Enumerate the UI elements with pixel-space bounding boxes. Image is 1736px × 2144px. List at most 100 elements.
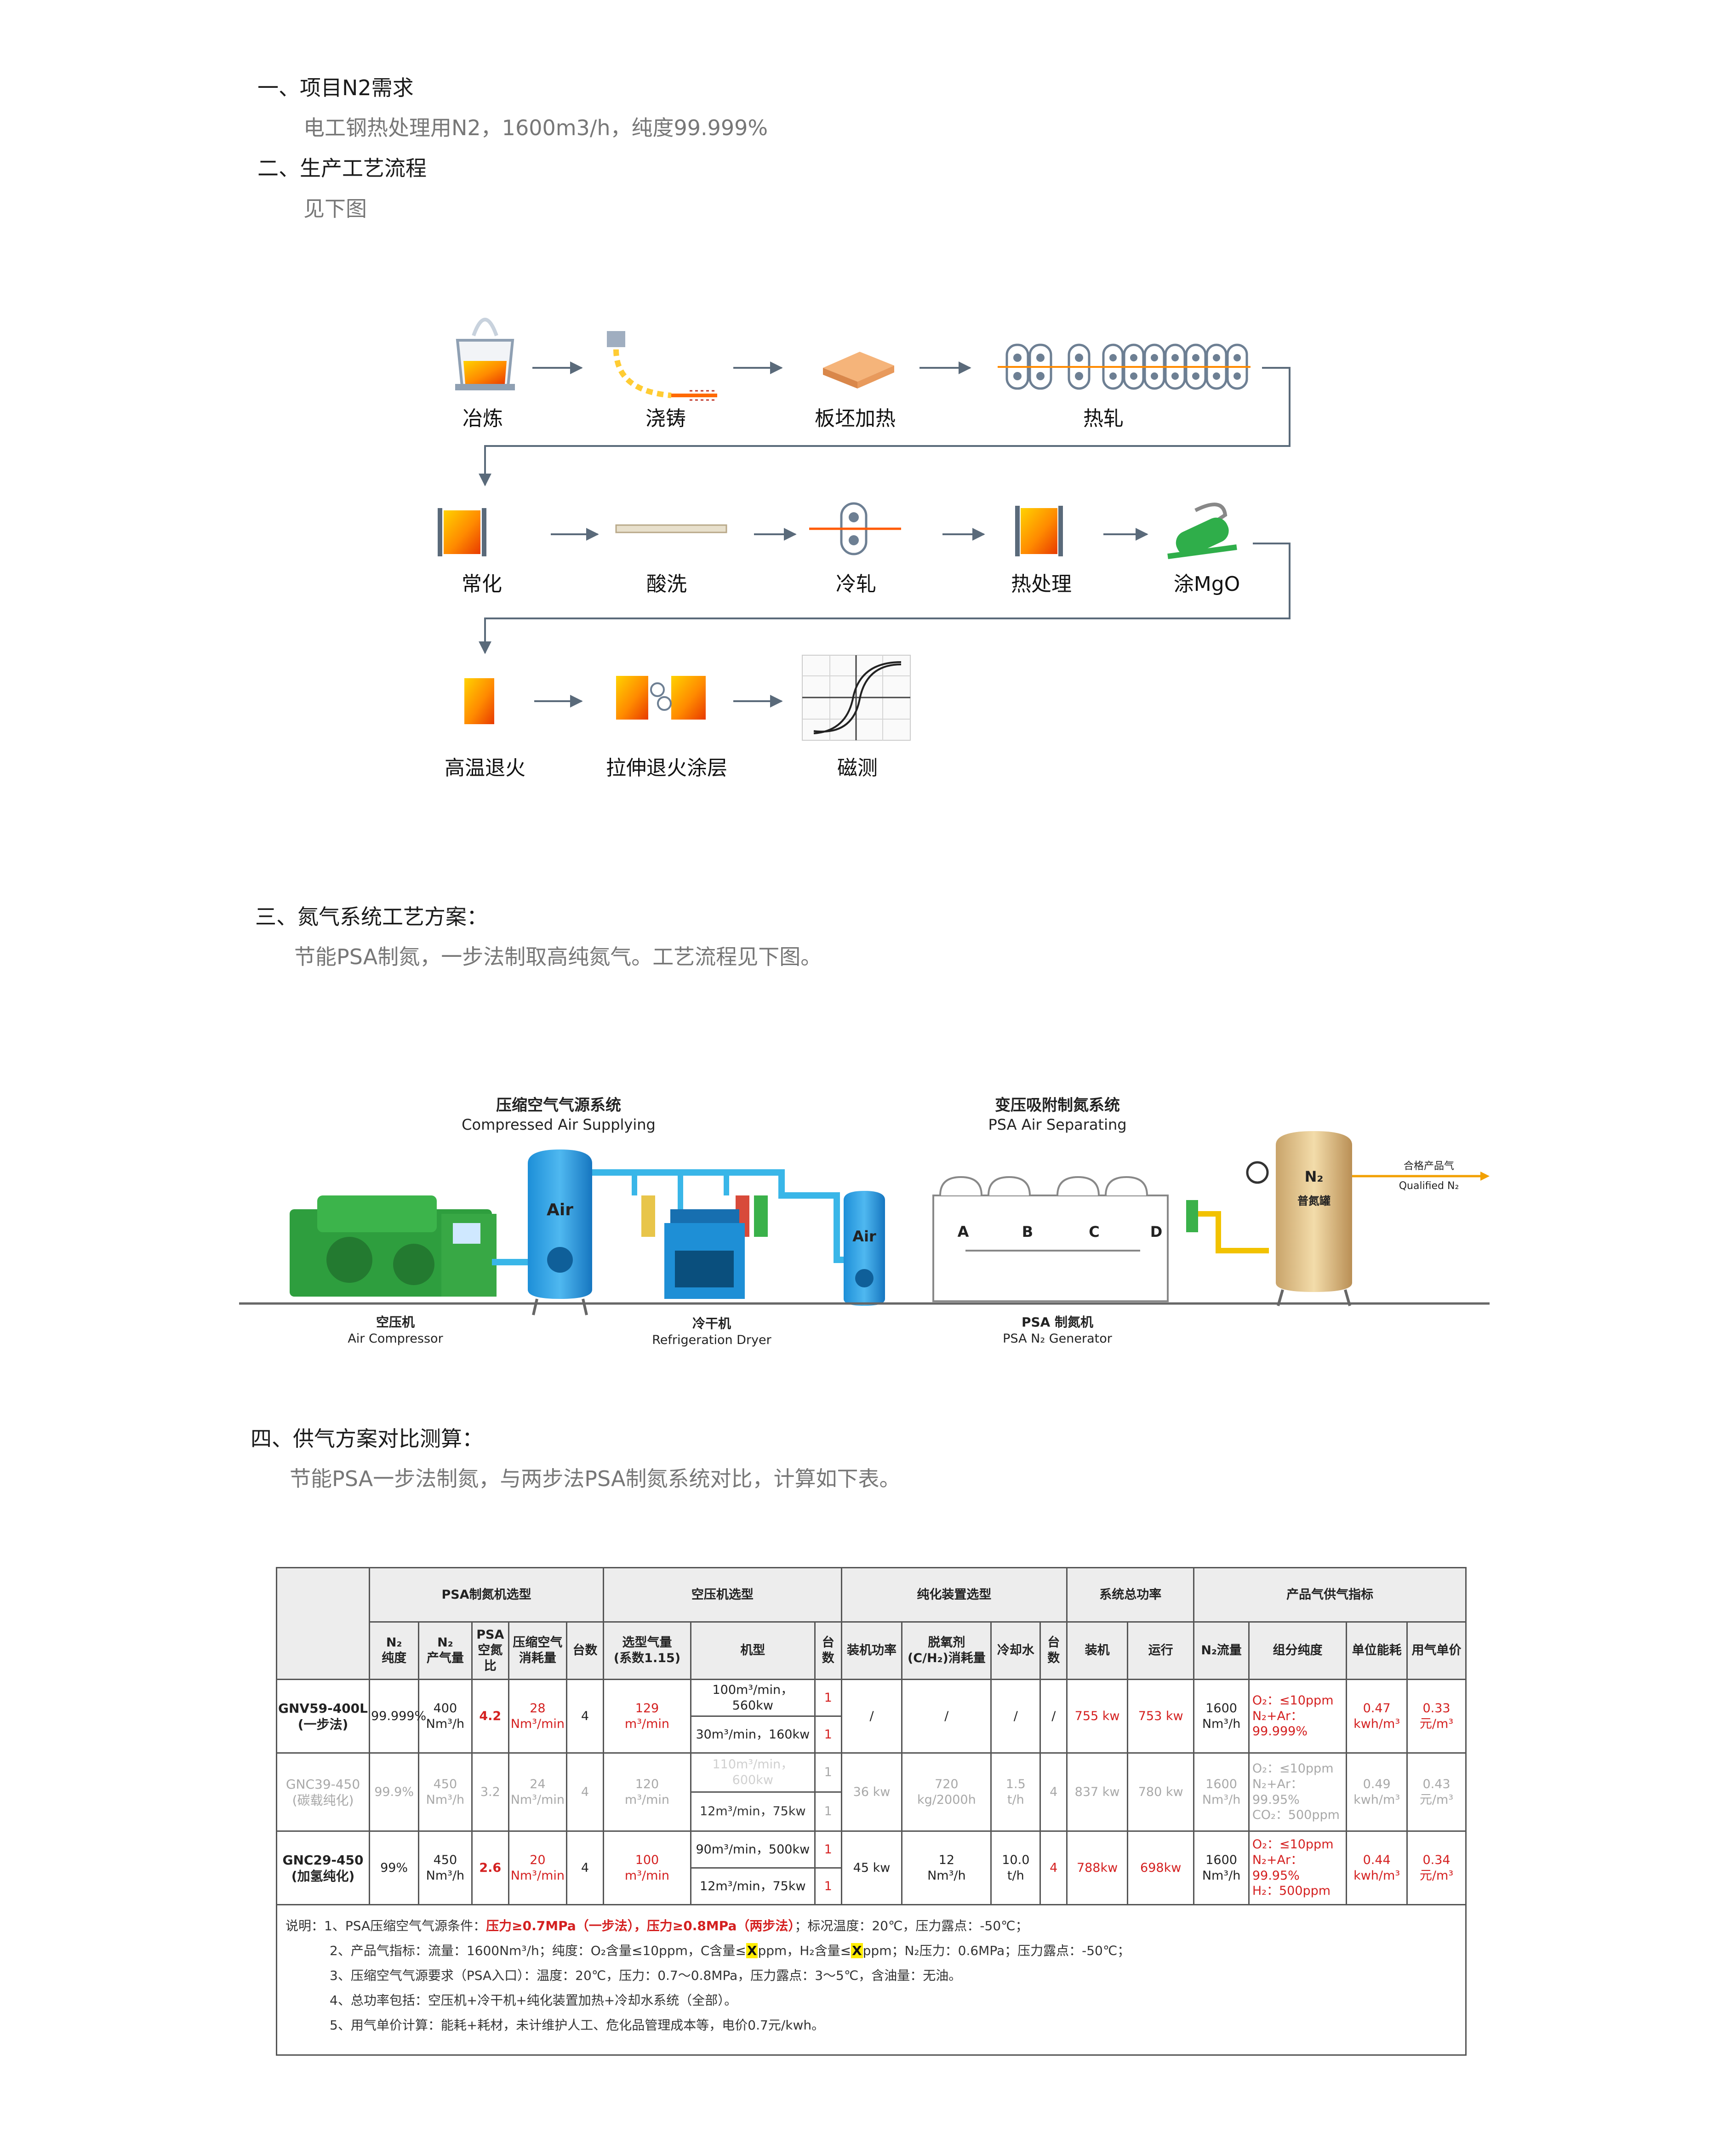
cell-purifier-power: 36 kw (840, 1752, 903, 1832)
group-purifier-selection: 纯化装置选型 (840, 1567, 1068, 1623)
casting-icon (607, 331, 717, 401)
cell-energy: 0.49 kwh/m³ (1346, 1752, 1408, 1832)
cell-qty-a: 1 (814, 1679, 842, 1717)
cell-installed: 755 kw (1066, 1679, 1129, 1754)
section-title-comparison: 四、供气方案对比测算： (251, 1426, 483, 1451)
col-n2-purity: N₂ 纯度 (368, 1621, 420, 1680)
tank-air-label-2: Air (852, 1228, 876, 1245)
cell-purifier-power: 45 kw (840, 1830, 903, 1905)
compressor-label: 空压机 (376, 1315, 415, 1330)
cell-price: 0.43 元/m³ (1406, 1752, 1467, 1832)
cell-installed: 837 kw (1066, 1752, 1129, 1832)
note-1: 说明：1、PSA压缩空气气源条件：压力≥0.7MPa（一步法），压力≥0.8MP… (286, 1918, 1028, 1933)
cell-ratio: 4.2 (471, 1679, 510, 1754)
cell-water: 1.5 t/h (990, 1752, 1041, 1832)
compressed-air-subtitle: Compressed Air Supplying (462, 1116, 656, 1133)
normalizing-icon (432, 508, 506, 556)
annealing-icon (441, 678, 515, 724)
table-row: 12m³/min，75kw 1 (277, 1867, 1466, 1905)
cell-purity: 99.999% (368, 1679, 426, 1754)
cell-air-use: 24 Nm³/min (508, 1752, 567, 1832)
cell-water: / (990, 1679, 1041, 1754)
section-title-n2-system: 三、氮气系统工艺方案： (255, 904, 488, 929)
air-compressor (290, 1195, 497, 1297)
n2-tank-symbol: N₂ (1305, 1168, 1324, 1185)
col-running: 运行 (1127, 1621, 1195, 1680)
col-compressor-model: 机型 (690, 1621, 816, 1680)
refrigeration-dryer (664, 1209, 745, 1299)
cell-qty: 4 (565, 1679, 605, 1754)
cell-flow: 1600 Nm³/h (1193, 1752, 1250, 1832)
cell-energy: 0.47 kwh/m³ (1346, 1679, 1408, 1754)
step-label-cold-rolling: 冷轧 (836, 572, 876, 596)
step-label-casting: 浇铸 (645, 407, 686, 430)
cell-n2-output: 400 Nm³/h (418, 1679, 473, 1754)
tower-d-label: D (1150, 1223, 1163, 1241)
step-label-slab-heating: 板坯加热 (815, 407, 896, 430)
col-psa-ratio: PSA 空氮比 (471, 1621, 510, 1680)
generator-label: PSA 制氮机 (1022, 1315, 1093, 1330)
col-cooling-water: 冷却水 (990, 1621, 1041, 1680)
supply-comparison-table: PSA制氮机选型 空压机选型 纯化装置选型 系统总功率 产品气供气指标 N₂ 纯… (276, 1567, 1467, 1905)
cell-flow: 1600 Nm³/h (1193, 1830, 1250, 1905)
cell-model-b: 30m³/min，160kw (690, 1715, 816, 1754)
col-n2-output: N₂ 产气量 (418, 1621, 473, 1680)
step-label-pickling: 酸洗 (646, 572, 687, 596)
col-n2-flow: N₂流量 (1193, 1621, 1250, 1680)
group-psa-selection: PSA制氮机选型 (368, 1567, 605, 1623)
cell-qty-b: 1 (814, 1867, 842, 1905)
step-label-annealing: 高温退火 (445, 756, 525, 780)
table-row: GNC29-450 (加氢纯化) 99% 450 Nm³/h 2.6 20 Nm… (276, 1830, 1467, 1905)
table-row: 12m³/min，75kw 1 (277, 1791, 1466, 1832)
cell-qty-a: 1 (814, 1752, 842, 1793)
cell-model-a: 90m³/min，500kw (690, 1830, 816, 1869)
cell-qty-b: 1 (814, 1715, 842, 1754)
cell-qty: 4 (565, 1752, 605, 1832)
cell-running: 780 kw (1127, 1752, 1195, 1832)
col-unit-energy: 单位能耗 (1346, 1621, 1408, 1680)
col-purifier-qty: 台数 (1039, 1621, 1068, 1680)
tension-annealing-icon (598, 676, 726, 720)
cell-running: 753 kw (1127, 1679, 1195, 1754)
cell-n2-output: 450 Nm³/h (418, 1830, 473, 1905)
cell-model-b: 12m³/min，75kw (690, 1867, 816, 1905)
col-psa-qty: 台数 (565, 1621, 605, 1680)
cell-purity: 99.9% (368, 1752, 420, 1832)
table-row: 30m³/min，160kw 1 (277, 1715, 1466, 1754)
note-2: 2、产品气指标：流量：1600Nm³/h；纯度：O₂含量≤10ppm，C含量≤X… (330, 1943, 1131, 1958)
section-body-n2-system: 节能PSA制氮，一步法制取高纯氮气。工艺流程见下图。 (294, 944, 822, 969)
cell-purifier-power: / (840, 1679, 903, 1754)
step-label-heat-treatment: 热处理 (1011, 572, 1072, 596)
n2-storage-tank: N₂ 普氮罐 (1276, 1131, 1352, 1306)
step-label-smelting: 冶炼 (463, 407, 503, 430)
pressure-gauge-icon (1246, 1161, 1269, 1184)
cell-deoxidizer: 720 kg/2000h (901, 1752, 992, 1832)
cell-n2-output: 450 Nm³/h (418, 1752, 473, 1832)
psa-n2-generator (932, 1176, 1169, 1302)
qualified-gas-label: 合格产品气 (1404, 1161, 1454, 1172)
cell-deoxidizer: 12 Nm³/h (901, 1830, 992, 1905)
section-body-n2-demand: 电工钢热处理用N2，1600m3/h，纯度99.999% (303, 115, 768, 140)
step-label-magnetic-test: 磁测 (837, 756, 878, 780)
col-installed: 装机 (1066, 1621, 1129, 1680)
cell-flow: 1600 Nm³/h (1193, 1679, 1250, 1754)
cell-selected-air: 100 m³/min (603, 1830, 691, 1905)
step-label-normalizing: 常化 (462, 572, 502, 596)
magnetic-test-icon (802, 655, 911, 741)
step-label-mgo-coating: 涂MgO (1174, 572, 1240, 596)
tower-c-label: C (1089, 1223, 1099, 1241)
psa-separating-subtitle: PSA Air Separating (988, 1116, 1126, 1133)
cell-deoxidizer: / (901, 1679, 992, 1754)
cell-composition: O₂：≤10ppm N₂+Ar：99.95% H₂：500ppm (1248, 1830, 1348, 1905)
cell-qty: 4 (565, 1830, 605, 1905)
slab-heating-icon (823, 352, 894, 389)
cell-ratio: 2.6 (471, 1830, 510, 1905)
col-air-consumption: 压缩空气 消耗量 (508, 1621, 567, 1680)
psa-separating-title: 变压吸附制氮系统 (995, 1096, 1120, 1115)
col-compressor-qty: 台数 (814, 1621, 842, 1680)
tower-a-label: A (958, 1223, 969, 1241)
step-label-hot-rolling: 热轧 (1083, 407, 1124, 430)
col-selected-air: 选型气量 (系数1.15) (603, 1621, 691, 1680)
note-5: 5、用气单价计算：能耗+耗材，未计维护人工、危化品管理成本等，电价0.7元/kw… (330, 2018, 825, 2033)
cell-air-use: 20 Nm³/min (508, 1830, 567, 1905)
